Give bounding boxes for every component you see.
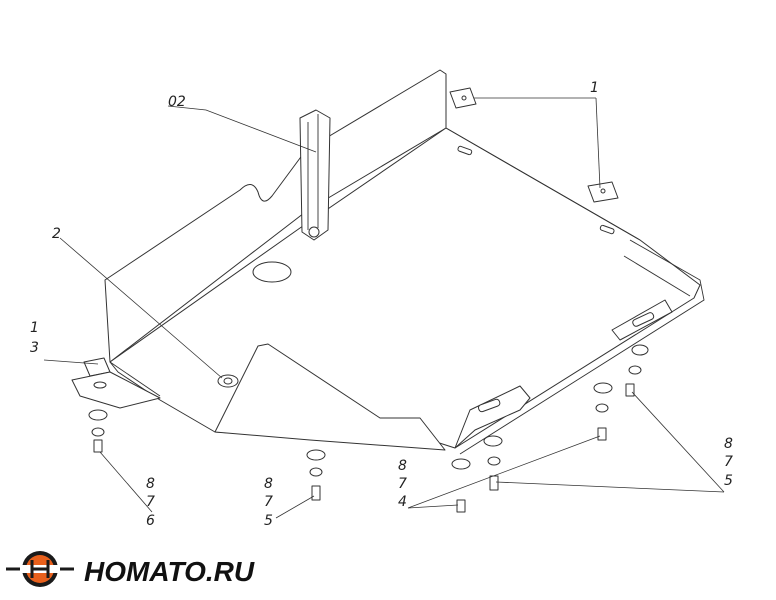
slot: [457, 145, 473, 156]
fastener-stack-b: [306, 449, 326, 501]
homato-logo: HOMATO.RU: [6, 551, 255, 587]
label-stack-d-7: 7: [724, 454, 733, 470]
fastener-stack-c: [451, 403, 609, 513]
label-2: 2: [52, 226, 61, 242]
homato-logo-icon: [6, 551, 74, 587]
label-stack-c-4: 4: [398, 494, 407, 510]
bracket-02: [299, 109, 331, 241]
label-02: 02: [168, 94, 186, 110]
logo-text: HOMATO.RU: [84, 556, 255, 587]
label-stack-a-8: 8: [146, 476, 155, 492]
label-stack-b-5: 5: [264, 513, 273, 529]
slot: [632, 312, 655, 327]
label-3: 3: [30, 340, 39, 356]
plate-hole: [252, 261, 292, 283]
mount-plate-top-2: [587, 181, 619, 203]
label-stack-a-6: 6: [146, 513, 155, 529]
label-stack-b-8: 8: [264, 476, 273, 492]
skid-plate-front-section: [214, 299, 673, 451]
label-1-top: 1: [590, 80, 599, 96]
slot: [599, 224, 615, 235]
leader-lines: [43, 97, 725, 519]
label-stack-b-7: 7: [264, 494, 273, 510]
mount-plate-top-1: [449, 87, 477, 109]
bolt-2: [217, 374, 239, 388]
slot: [477, 398, 501, 413]
fastener-stack-d: [593, 344, 649, 397]
fastener-stack-a: [88, 409, 108, 453]
label-stack-d-8: 8: [724, 436, 733, 452]
mount-bracket-left: [71, 357, 161, 409]
label-stack-a-7: 7: [146, 494, 155, 510]
skid-plate-rear-wall: [104, 69, 447, 363]
label-1-left: 1: [30, 320, 39, 336]
label-stack-d-5: 5: [724, 473, 733, 489]
label-stack-c-7: 7: [398, 476, 407, 492]
label-stack-c-8: 8: [398, 458, 407, 474]
